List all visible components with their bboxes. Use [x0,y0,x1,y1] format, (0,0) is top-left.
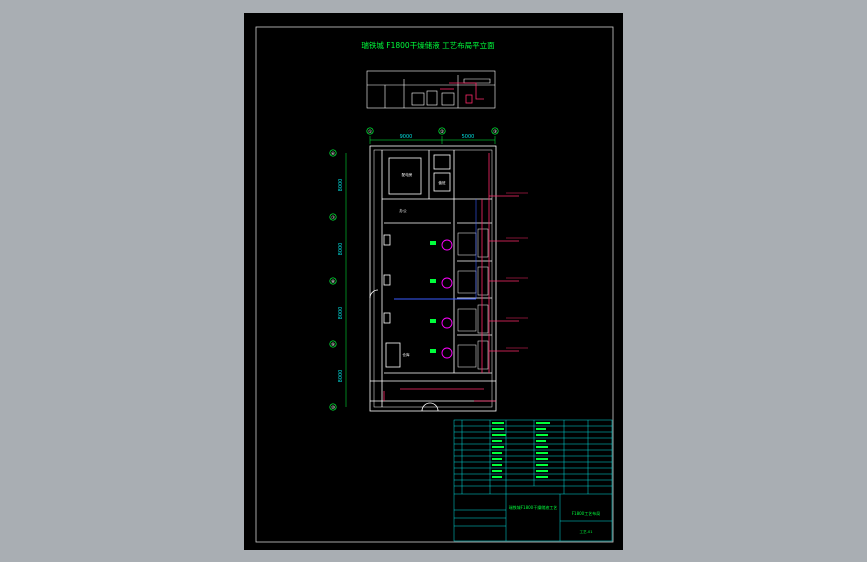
grid-label-top-1: ① [368,129,372,135]
room-label-office: 办公 [399,208,407,213]
cad-drawing: 瑞铁城 F1800干燥储液 工艺布局平立面 ① ② ③ 9000 5000 [255,26,614,543]
dimension-top-1: 9000 [400,134,413,140]
room-label-power: 配电房 [402,172,413,177]
grid-label-top-2: ② [440,129,444,135]
grid-label-left-3: ⑧ [331,279,335,285]
grid-label-left-5: ⑩ [331,405,335,411]
grid-label-top-3: ③ [493,129,497,135]
dimension-left-2: 8000 [338,243,344,256]
elevation-view [366,70,496,109]
pipe-labels [506,192,528,349]
title-block-project: 瑞铁城F1800干燥储液工艺 [509,504,557,510]
equipment-frames [457,228,489,370]
drawing-title: 瑞铁城 F1800干燥储液 工艺布局平立面 [361,40,495,50]
drawing-sheet: 瑞铁城 F1800干燥储液 工艺布局平立面 ① ② ③ 9000 5000 [244,13,623,550]
room-label-duty: 值班 [438,180,446,185]
top-grid: ① ② ③ 9000 5000 [366,127,499,144]
dimension-left-1: 8000 [338,179,344,192]
grid-label-left-4: ⑨ [331,342,335,348]
process-piping [383,153,519,402]
dimension-left-3: 8000 [338,307,344,320]
title-block-entries [492,422,550,478]
left-grid: ⑥ ⑦ ⑧ ⑨ ⑩ 8000 8000 8000 8000 [329,149,347,411]
grid-label-left-1: ⑥ [331,151,335,157]
green-markers [430,241,436,353]
elevation-pipework [440,82,484,104]
room-label-store: 仓库 [402,352,410,357]
title-block-sheet-no: 工艺-01 [579,529,592,534]
grid-label-left-2: ⑦ [331,215,335,221]
dimension-top-2: 5000 [462,134,475,140]
dimension-left-4: 8000 [338,370,344,383]
title-block [453,419,613,542]
dryer-equipment [441,239,453,359]
title-block-drawing-name: F1800工艺布局 [572,510,600,516]
floor-plan [369,145,497,412]
drawing-frame [255,26,614,543]
